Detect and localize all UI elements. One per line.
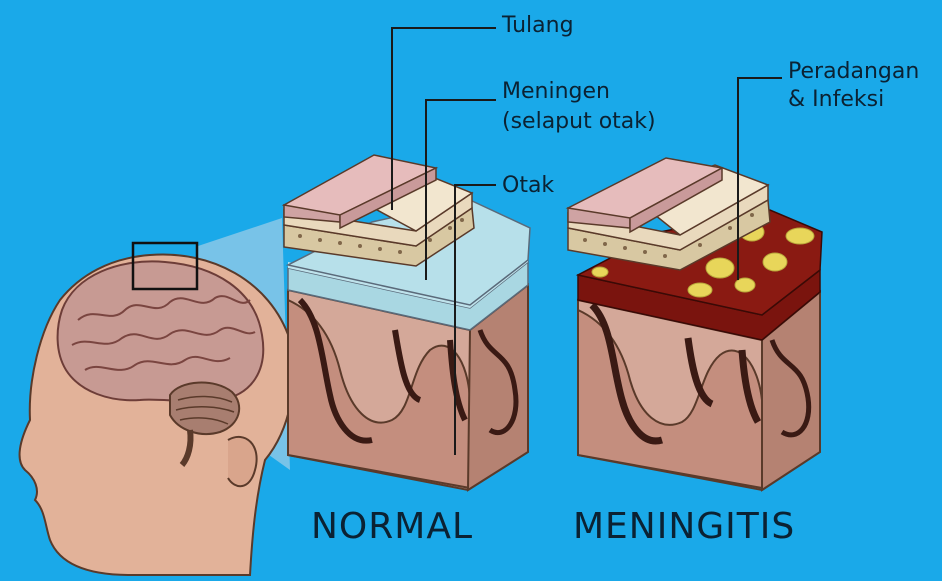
head-illustration <box>20 243 294 575</box>
normal-block <box>284 155 530 490</box>
caption-meningitis: MENINGITIS <box>573 506 795 547</box>
caption-normal: NORMAL <box>311 506 473 547</box>
meningitis-block <box>568 158 822 490</box>
label-meninges: Meningen <box>502 78 610 106</box>
label-inflammation: Peradangan <box>788 58 919 86</box>
label-meninges-sub: (selaput otak) <box>502 108 656 136</box>
label-brain: Otak <box>502 172 554 200</box>
label-infection: & Infeksi <box>788 86 884 114</box>
label-bone: Tulang <box>502 12 574 40</box>
